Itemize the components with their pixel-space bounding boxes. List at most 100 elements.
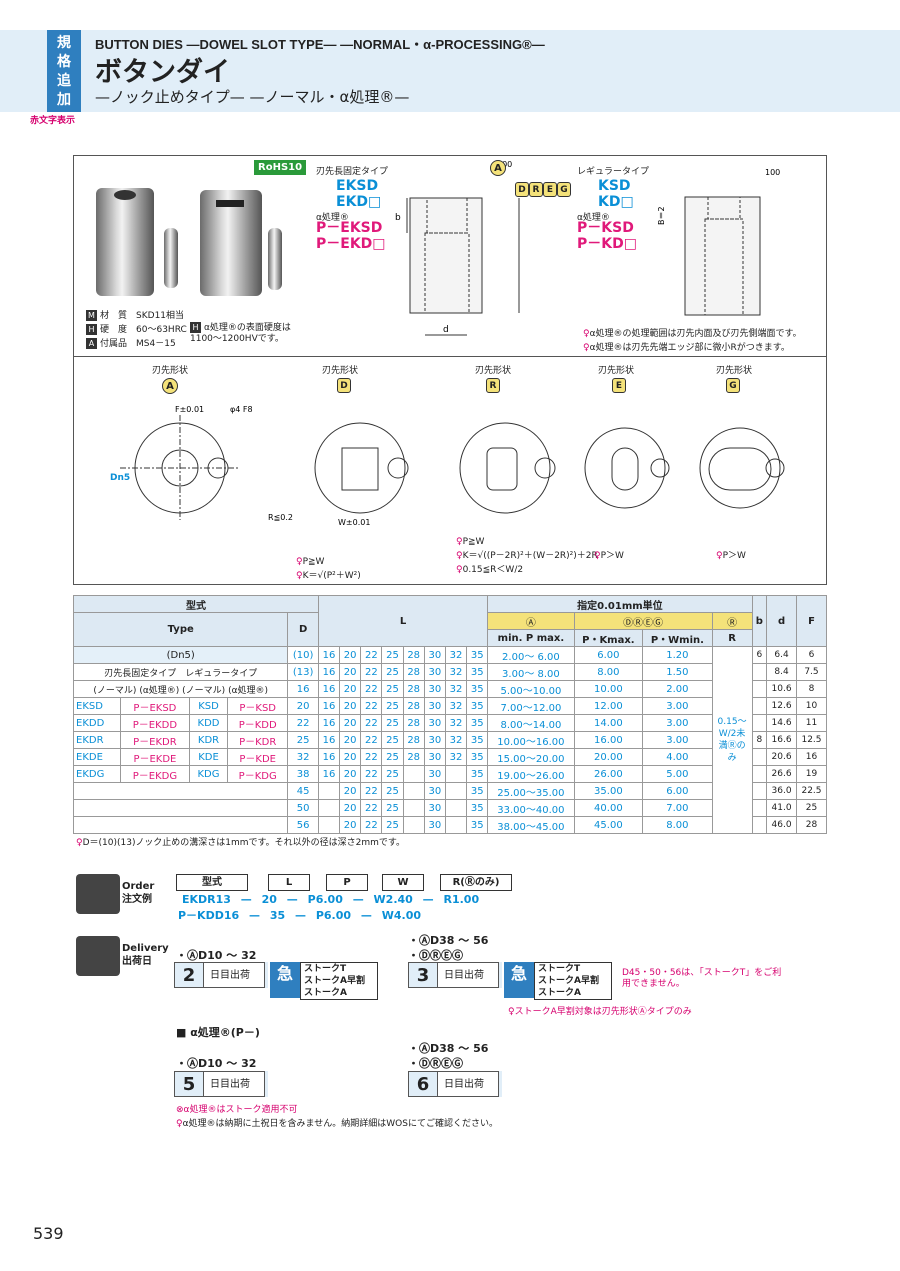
type-code: EKDD [73, 714, 121, 732]
type-cell: (Dn5) [72, 646, 289, 664]
b-value-cell [751, 697, 768, 715]
shape-drawings: Dn5 F±0.01 φ4 F8 R≦0.2 W±0.01 [110, 405, 785, 527]
f-value-cell: 6 [796, 646, 827, 664]
order-example-1: EKDR13 — 20 — P6.00 — W2.40 — R1.00 [182, 893, 480, 906]
th-pw: P・Wmin. [642, 629, 713, 647]
alpha-label-right: α処理® [577, 213, 610, 223]
order-phone-icon [76, 874, 120, 914]
dd-value-cell: 8.4 [766, 663, 797, 681]
a-cell: 3.00～ 8.00 [487, 663, 575, 681]
figure-divider [73, 356, 827, 357]
svg-text:100: 100 [765, 168, 780, 177]
delivery-day-text-2: 日目出荷 [437, 962, 499, 988]
delivery-dreg: ・ⒹⓇⒺⒼ [408, 949, 463, 962]
type-code: KDE [189, 748, 228, 766]
a-cell: 10.00～16.00 [487, 731, 575, 749]
order-col-l: L [268, 874, 310, 891]
l-cell: 20 [339, 799, 362, 817]
spec-table: 型式 L 指定0.01mm単位 b d F Type D Ⓐ ⒹⓇⒺⒼ Ⓡ mi… [72, 595, 827, 834]
l-cell: 28 [402, 680, 425, 698]
type-code: EKSD [73, 697, 121, 715]
delivery-truck-icon [76, 936, 120, 976]
l-cell [317, 782, 341, 800]
type-code: P－KDG [226, 765, 289, 783]
l-cell: 16 [317, 748, 341, 766]
l-cell: 16 [317, 765, 341, 783]
pk-cell: 40.00 [573, 799, 644, 817]
order-col-w: W [382, 874, 424, 891]
l-cell: 22 [360, 799, 383, 817]
l-cell: 16 [317, 663, 341, 681]
l-cell: 30 [423, 663, 446, 681]
th-b: b [751, 595, 768, 647]
a-cell: 38.00～45.00 [487, 816, 575, 834]
l-cell: 35 [466, 663, 489, 681]
a-cell: 25.00～35.00 [487, 782, 575, 800]
delivery-day-text-3: 日目出荷 [203, 1071, 265, 1097]
dd-value-cell: 12.6 [766, 697, 797, 715]
svg-text:B＝2: B＝2 [657, 206, 666, 225]
type-cell [72, 816, 289, 834]
dd-value-cell: 26.6 [766, 765, 797, 783]
l-cell: 20 [339, 697, 362, 715]
shape-mark-a: A [162, 378, 178, 394]
l-cell: 28 [402, 646, 425, 664]
f-value-cell: 25 [796, 799, 827, 817]
type-code: P－EKDD [119, 714, 191, 732]
a-cell: 15.00～20.00 [487, 748, 575, 766]
order-col-r: R(Ⓡのみ) [440, 874, 512, 891]
l-cell [444, 799, 468, 817]
a-cell: 5.00～10.00 [487, 680, 575, 698]
b-value-cell: 8 [751, 731, 768, 749]
l-cell: 25 [381, 663, 404, 681]
pk-cell: 45.00 [573, 816, 644, 834]
delivery-day-text-1: 日目出荷 [203, 962, 265, 988]
l-cell: 35 [466, 765, 489, 783]
type-cell [72, 782, 289, 800]
d-cell: 32 [287, 748, 319, 766]
l-cell: 28 [402, 748, 425, 766]
cond-d: ♀P≧W♀K＝√(P²＋W²) [296, 557, 361, 581]
pw-cell: 7.00 [642, 799, 713, 817]
pk-cell: 35.00 [573, 782, 644, 800]
dowel-pin-photo-2 [268, 228, 282, 290]
cond-r: ♀P≧W♀K＝√((P－2R)²＋(W－2R)²)＋2R♀0.15≦R＜W/2 [456, 537, 598, 575]
alpha-note-1: ♀α処理®の処理範囲は刃先内面及び刃先側端面です。 [583, 329, 802, 339]
d-cell: 50 [287, 799, 319, 817]
l-cell: 25 [381, 799, 404, 817]
d-cell: 20 [287, 697, 319, 715]
type-code: P－KDR [226, 731, 289, 749]
note-stock-a: ♀ストークA早割対象は刃先形状Ⓐタイプのみ [508, 1007, 692, 1017]
order-col-type: 型式 [176, 874, 248, 891]
l-cell: 25 [381, 748, 404, 766]
l-cell: 25 [381, 697, 404, 715]
th-d-small: d [766, 595, 797, 647]
pw-cell: 1.20 [642, 646, 713, 664]
l-cell: 16 [317, 646, 341, 664]
th-a: Ⓐ [487, 612, 575, 630]
svg-text:φ4 F8: φ4 F8 [230, 405, 253, 414]
shape-title-d: 刃先形状 [322, 366, 359, 376]
dd-value-cell: 6.4 [766, 646, 797, 664]
l-cell: 28 [402, 697, 425, 715]
th-f: F [796, 595, 827, 647]
delivery-a-large: ・ⒶD38 ～ 56 [408, 934, 489, 947]
fixed-type-label: 刃先長固定タイプ [316, 167, 389, 177]
f-value-cell: 22.5 [796, 782, 827, 800]
delivery-day-2: 3 [408, 962, 438, 988]
l-cell: 20 [339, 646, 362, 664]
type-code: P－EKDR [119, 731, 191, 749]
l-cell: 20 [339, 663, 362, 681]
l-cell [444, 816, 468, 834]
button-die-photo-round [96, 188, 154, 296]
th-type-jp: 型式 [73, 595, 319, 613]
pk-cell: 16.00 [573, 731, 644, 749]
l-cell: 22 [360, 782, 383, 800]
